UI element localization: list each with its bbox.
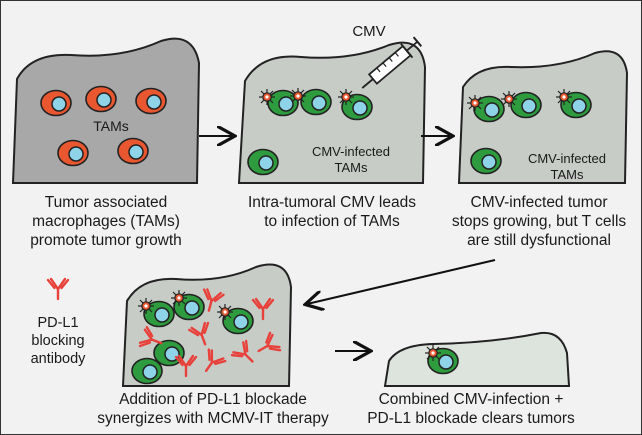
arrow-diagonal-icon <box>307 259 496 304</box>
tam-cell <box>57 139 89 167</box>
virus-icon <box>216 303 234 321</box>
virus-icon <box>424 344 442 362</box>
panel-1: TAMs Tumor associated macrophages (TAMs)… <box>11 37 201 249</box>
cell-label-p3-line2: TAMs <box>551 167 584 182</box>
tam-label: TAMs <box>93 118 129 134</box>
panel-4: PD-L1 blocking antibody Addition of PD-L… <box>31 263 329 427</box>
antibody-icon <box>46 277 70 301</box>
panel-2: CMV CMV-infected TAMs Intra-tumoral CMV … <box>237 23 427 230</box>
caption-p1-line3: promote tumor growth <box>30 232 182 249</box>
cell-label-p2-line2: TAMs <box>335 160 368 175</box>
tam-cell <box>135 87 167 115</box>
tam-cell <box>117 137 149 165</box>
caption-p1-line1: Tumor associated <box>45 194 168 211</box>
antibody-label-line1: PD-L1 <box>37 315 78 331</box>
caption-p4-line1: Addition of PD-L1 blockade <box>119 391 307 408</box>
tumor-mass <box>457 50 629 184</box>
tam-cell <box>40 89 72 117</box>
syringe-icon <box>361 36 423 89</box>
caption-p2-line2: to infection of TAMs <box>264 213 400 230</box>
cell-label-p2-line1: CMV-infected <box>312 144 390 159</box>
panel-3: CMV-infected TAMs CMV-infected tumor sto… <box>452 50 629 249</box>
caption-p5-line2: PD-L1 blockade clears tumors <box>367 410 575 427</box>
virus-icon <box>555 88 573 106</box>
infected-tam-cell <box>300 88 332 116</box>
virus-icon <box>170 289 188 307</box>
virus-icon <box>258 88 276 106</box>
infected-tam-cell <box>510 91 542 119</box>
caption-p1-line2: macrophages (TAMs) <box>32 213 180 230</box>
infected-tam-cell <box>247 148 279 176</box>
caption-p2-line1: Intra-tumoral CMV leads <box>248 194 416 211</box>
infected-tam-cell <box>470 147 502 175</box>
tam-cell <box>85 85 117 113</box>
caption-p4-line2: synergizes with MCMV-IT therapy <box>97 410 329 427</box>
infected-tam-cell <box>131 357 163 385</box>
virus-icon <box>337 88 355 106</box>
caption-p3-line3: are still dysfunctional <box>467 232 611 249</box>
caption-p5-line1: Combined CMV-infection + <box>379 391 564 408</box>
cell-label-p3-line1: CMV-infected <box>528 151 606 166</box>
caption-p3-line1: CMV-infected tumor <box>471 194 608 211</box>
virus-icon <box>466 94 484 112</box>
antibody-label-line3: antibody <box>31 351 87 367</box>
virus-icon <box>137 297 155 315</box>
caption-p3-line2: stops growing, but T cells <box>452 213 627 230</box>
virus-icon <box>500 90 518 108</box>
cmv-label: CMV <box>352 23 385 40</box>
tumor-mass <box>383 331 571 387</box>
antibody-label-line2: blocking <box>31 333 84 349</box>
virus-icon <box>289 87 307 105</box>
panel-5: Combined CMV-infection + PD-L1 blockade … <box>367 331 575 427</box>
